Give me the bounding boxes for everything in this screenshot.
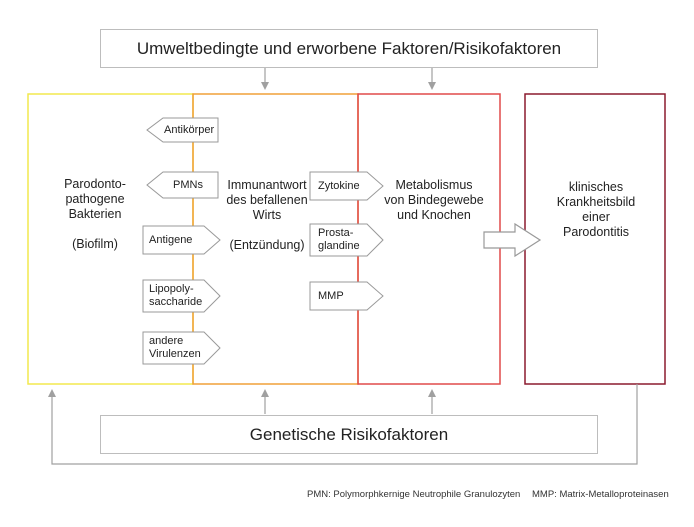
tag-virulenzen: andere Virulenzen xyxy=(149,335,201,360)
footnote-mmp: MMP: Matrix-Metalloproteinasen xyxy=(532,489,669,500)
tag-shape-zytokine xyxy=(309,171,384,201)
big-arrow-to-clinical xyxy=(483,222,542,258)
bottom-banner-text: Genetische Risikofaktoren xyxy=(249,424,449,444)
tag-mmp: MMP xyxy=(318,289,344,302)
tag-shape-mmp xyxy=(309,281,384,311)
metabolism-label: Metabolismus von Bindegewebe und Knochen xyxy=(384,178,484,222)
tag-pmns: PMNs xyxy=(173,178,203,191)
tag-lipopolysaccharide: Lipopoly- saccharide xyxy=(149,283,203,308)
tag-antikoerper: Antikörper xyxy=(164,123,215,136)
feedback-loop-arrow xyxy=(48,384,638,465)
bottom-banner: Genetische Risikofaktoren xyxy=(100,415,598,454)
tag-zytokine: Zytokine xyxy=(318,179,360,192)
tag-shape-pmns xyxy=(146,171,219,199)
bacteria-label: Parodonto- pathogene Bakterien (Biofilm) xyxy=(64,177,126,251)
immune-label: Immunantwort des befallenen Wirts (Entzü… xyxy=(226,178,308,252)
tag-shape-prostaglandine xyxy=(309,223,384,257)
top-banner: Umweltbedingte und erworbene Faktoren/Ri… xyxy=(100,29,598,68)
footnote-pmn: PMN: Polymorphkernige Neutrophile Granul… xyxy=(307,489,521,500)
tag-shape-lipopolysaccharide xyxy=(142,279,221,313)
tag-shape-antigene xyxy=(142,225,221,255)
tag-shape-antikoerper xyxy=(146,117,219,143)
clinical-label: klinisches Krankheitsbild einer Parodont… xyxy=(556,180,636,239)
tag-prostaglandine: Prosta- glandine xyxy=(318,227,360,252)
top-banner-text: Umweltbedingte und erworbene Faktoren/Ri… xyxy=(136,38,562,58)
tag-antigene: Antigene xyxy=(149,233,193,246)
tag-shape-virulenzen xyxy=(142,331,221,365)
